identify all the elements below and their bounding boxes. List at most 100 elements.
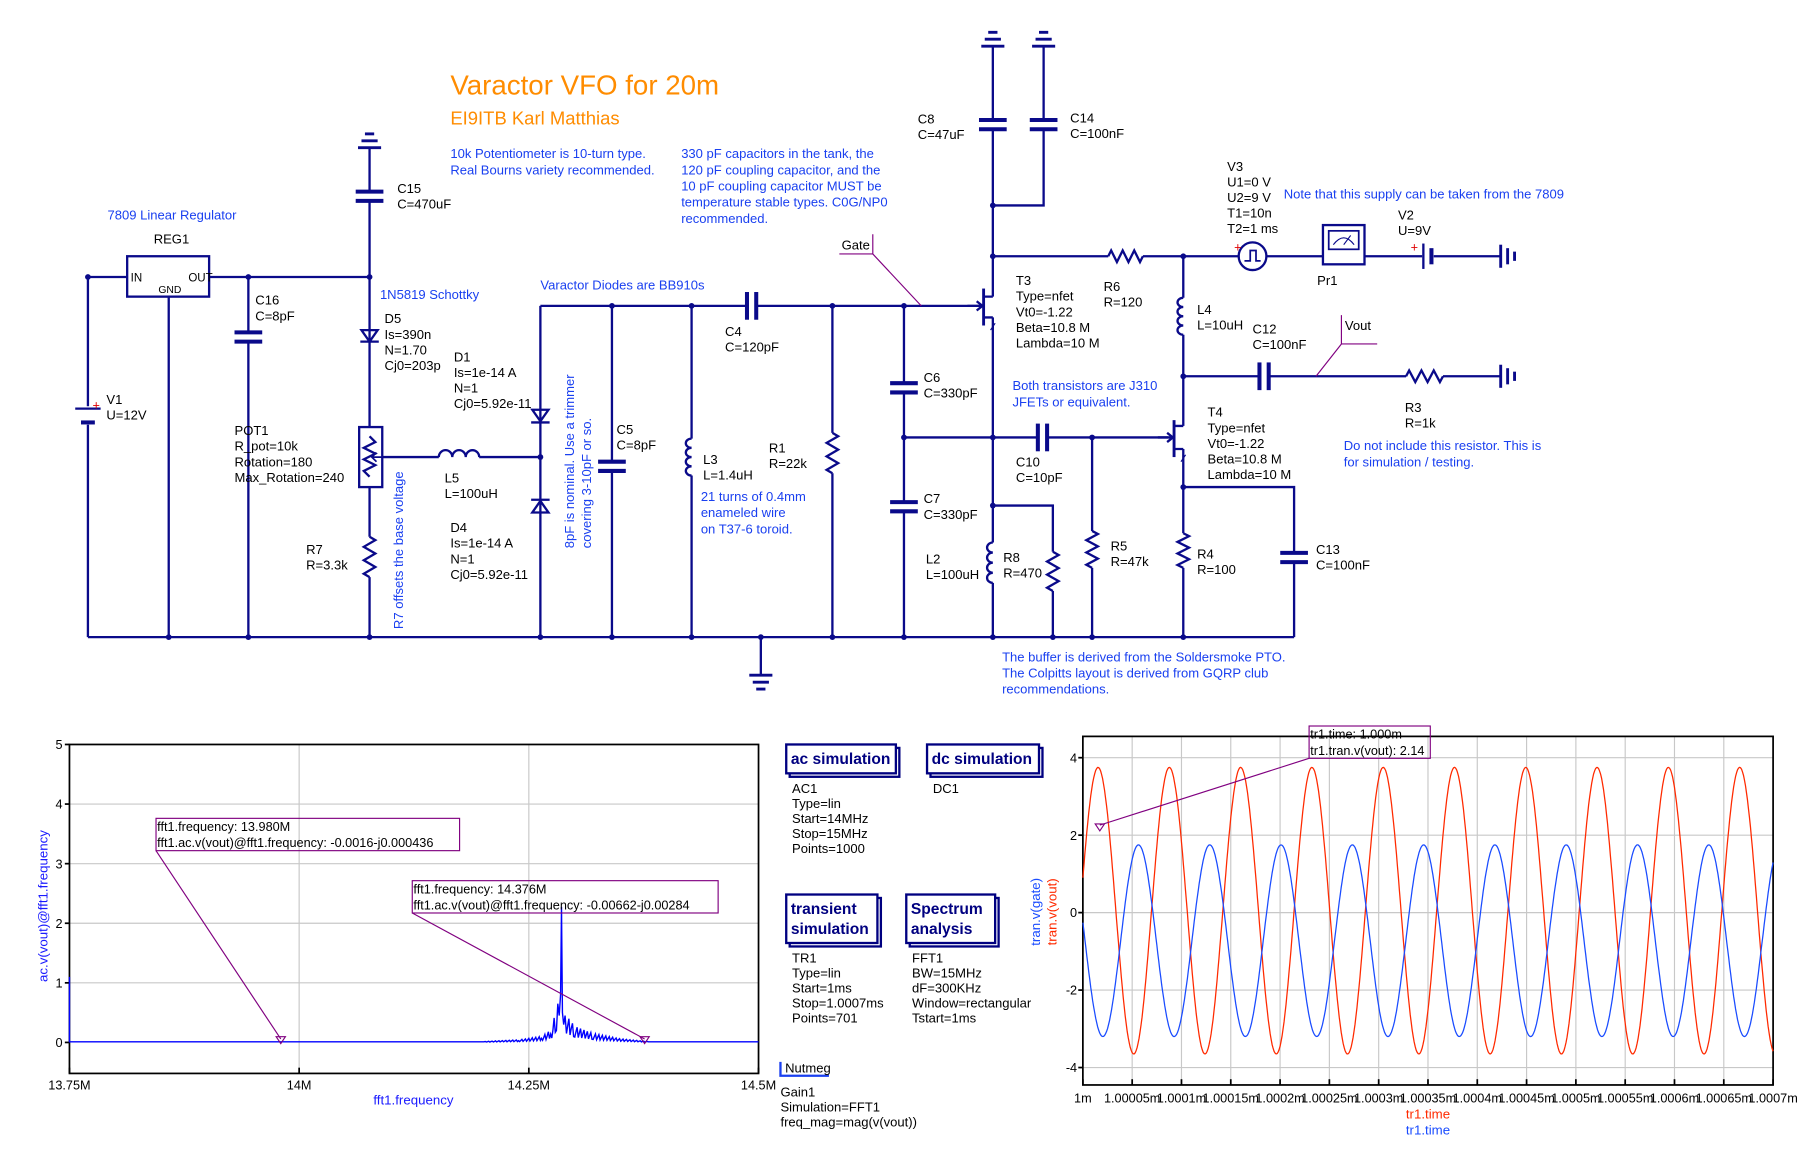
- inductor-l5[interactable]: [437, 449, 481, 458]
- label-line: Pr1: [1317, 273, 1337, 288]
- resistor-r5[interactable]: [1083, 529, 1101, 569]
- diode-d5[interactable]: [359, 328, 380, 344]
- label-line: T1=10n: [1227, 206, 1272, 221]
- label-line: C15: [397, 181, 421, 196]
- marker[interactable]: fft1.frequency: 14.376Mfft1.ac.v(vout)@f…: [411, 880, 719, 1045]
- pulse-source-v3[interactable]: +: [1234, 241, 1268, 272]
- label-line: R=22k: [769, 456, 808, 471]
- wires: [86, 46, 1501, 676]
- capacitor-c10[interactable]: [1035, 423, 1050, 452]
- inductor-l3[interactable]: [684, 437, 692, 477]
- resistor-r1[interactable]: [824, 431, 841, 475]
- marker-text: tr1.time: 1.000m: [1310, 728, 1402, 742]
- battery-v1[interactable]: +: [75, 399, 101, 425]
- capacitor-c8[interactable]: [978, 118, 1007, 132]
- label-line: Type=nfet: [1016, 289, 1074, 304]
- capacitor-c16[interactable]: [234, 330, 263, 344]
- capacitor-c12[interactable]: [1257, 362, 1271, 391]
- capacitor-c5[interactable]: [598, 459, 626, 473]
- label-line: Lambda=10 M: [1016, 335, 1100, 350]
- marker-triangle-icon: [275, 1036, 287, 1045]
- varactor-d4[interactable]: [530, 498, 551, 514]
- capacitor-c4[interactable]: [744, 292, 759, 320]
- node-label-vout[interactable]: Vout: [1315, 315, 1378, 377]
- label-line: 330 pF capacitors in the tank, the: [681, 146, 874, 161]
- capacitor-c7[interactable]: [890, 500, 918, 514]
- vout-label: Vout: [1345, 318, 1371, 333]
- ground-icon: [981, 30, 1005, 48]
- buffer-label: The buffer is derived from the Soldersmo…: [1002, 649, 1285, 696]
- resistor-r3[interactable]: [1405, 368, 1445, 385]
- label-line: C10: [1016, 454, 1040, 469]
- x-tick-label: 1.0006m: [1650, 1091, 1699, 1105]
- resistor-r7[interactable]: [361, 535, 378, 579]
- label-line: D1: [454, 349, 471, 364]
- resistor-r8[interactable]: [1044, 550, 1061, 592]
- label-line: for simulation / testing.: [1344, 454, 1474, 469]
- capacitor-c13[interactable]: [1280, 550, 1308, 565]
- label-line: C=100nF: [1316, 558, 1370, 573]
- jfet-t4[interactable]: [1157, 420, 1187, 463]
- node-label-gate[interactable]: Gate: [839, 234, 922, 307]
- label-line: Lambda=10 M: [1208, 467, 1292, 482]
- inductor-l4[interactable]: [1176, 296, 1184, 336]
- potentiometer-pot1[interactable]: [358, 425, 384, 489]
- resistor-r6[interactable]: [1107, 247, 1144, 265]
- regulator-reg1[interactable]: IN GND OUT: [126, 255, 213, 298]
- reg-pin-in: IN: [131, 273, 143, 285]
- label-line: recommendations.: [1002, 682, 1109, 697]
- inductor-l2[interactable]: [985, 541, 993, 585]
- marker[interactable]: fft1.frequency: 13.980Mfft1.ac.v(vout)@f…: [155, 817, 461, 1045]
- label-line: C16: [255, 293, 279, 308]
- plus-sign-icon: +: [1411, 241, 1418, 255]
- y-tick-label: 2: [1070, 829, 1077, 843]
- plot-frame: [68, 743, 760, 1075]
- battery-v2[interactable]: +: [1411, 241, 1434, 269]
- jfet-t3[interactable]: [967, 288, 996, 331]
- capacitor-c15[interactable]: [355, 189, 384, 203]
- probe-pr1[interactable]: [1321, 223, 1366, 266]
- ground-icon: [1032, 30, 1056, 48]
- label-line: R_pot=10k: [235, 439, 299, 454]
- pot-label: 10k Potentiometer is 10-turn type.Real B…: [450, 146, 654, 177]
- x-tick-label: 1.00015m: [1203, 1091, 1259, 1105]
- series-line-tran-v-vout-: [1082, 766, 1774, 1055]
- x-tick-label: 1.00035m: [1400, 1091, 1456, 1105]
- r7-label: R7 offsets the base voltage: [391, 471, 406, 629]
- label-line: V3: [1227, 159, 1243, 174]
- varactor-d1[interactable]: [530, 408, 551, 424]
- label-line: T4: [1208, 405, 1223, 420]
- resistor-r4[interactable]: [1174, 532, 1192, 569]
- label-line: C5: [617, 422, 634, 437]
- label-line: Beta=10.8 M: [1208, 451, 1282, 466]
- capacitor-c14[interactable]: [1029, 118, 1058, 132]
- x-tick-label: 1.0003m: [1354, 1091, 1403, 1105]
- label-line: U2=9 V: [1227, 190, 1271, 205]
- label-line: U=12V: [106, 408, 147, 423]
- gate-label: Gate: [842, 237, 870, 252]
- x-tick-label: 1.0002m: [1255, 1091, 1304, 1105]
- capacitor-c6[interactable]: [890, 381, 918, 395]
- label-line: Vt0=-1.22: [1208, 436, 1265, 451]
